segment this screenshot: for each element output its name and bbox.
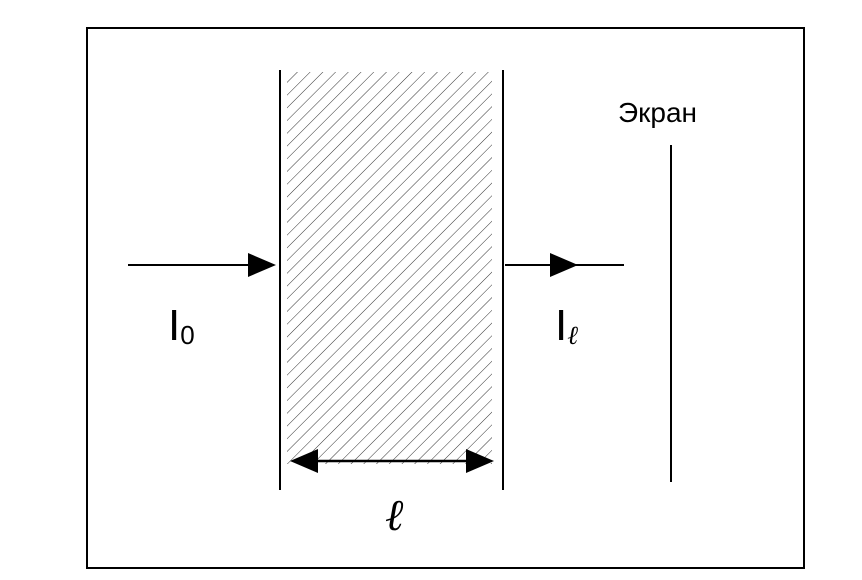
transmitted-intensity-label: Iℓ (555, 301, 578, 350)
frame (86, 27, 805, 569)
incident-beam-arrowhead (248, 253, 276, 277)
thickness-arrow-right-head (466, 449, 494, 473)
sample-hatching (287, 72, 492, 464)
thickness-arrow-left-head (290, 449, 318, 473)
incident-intensity-label: I0 (168, 301, 195, 350)
screen-label: Экран (618, 97, 697, 128)
transmitted-beam-arrowhead (550, 253, 578, 277)
thickness-label: ℓ (385, 491, 404, 540)
